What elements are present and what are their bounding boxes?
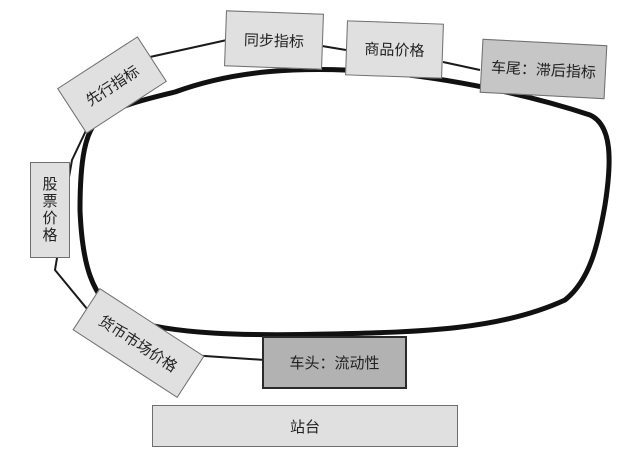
connector-sync-commodity xyxy=(321,45,347,51)
tail-lagging-indicators-label: 车尾：滞后指标 xyxy=(490,57,597,82)
station-label: 站台 xyxy=(289,417,320,436)
stock-prices-box: 股票价格 xyxy=(30,162,70,258)
main-loop xyxy=(77,66,612,338)
stock-prices-label: 股票价格 xyxy=(40,176,59,244)
tail-lagging-indicators-box: 车尾：滞后指标 xyxy=(479,38,608,100)
commodity-prices-label: 商品价格 xyxy=(364,39,425,61)
head-liquidity-box: 车头：流动性 xyxy=(262,336,407,389)
station-box: 站台 xyxy=(152,405,458,447)
coincident-indicators-label: 同步指标 xyxy=(243,30,305,51)
leading-indicators-label: 先行指标 xyxy=(82,61,143,110)
head-liquidity-label: 车头：流动性 xyxy=(289,354,380,372)
connector-commodity-tail xyxy=(442,61,481,71)
coincident-indicators-box: 同步指标 xyxy=(224,10,324,70)
commodity-prices-box: 商品价格 xyxy=(345,20,444,79)
